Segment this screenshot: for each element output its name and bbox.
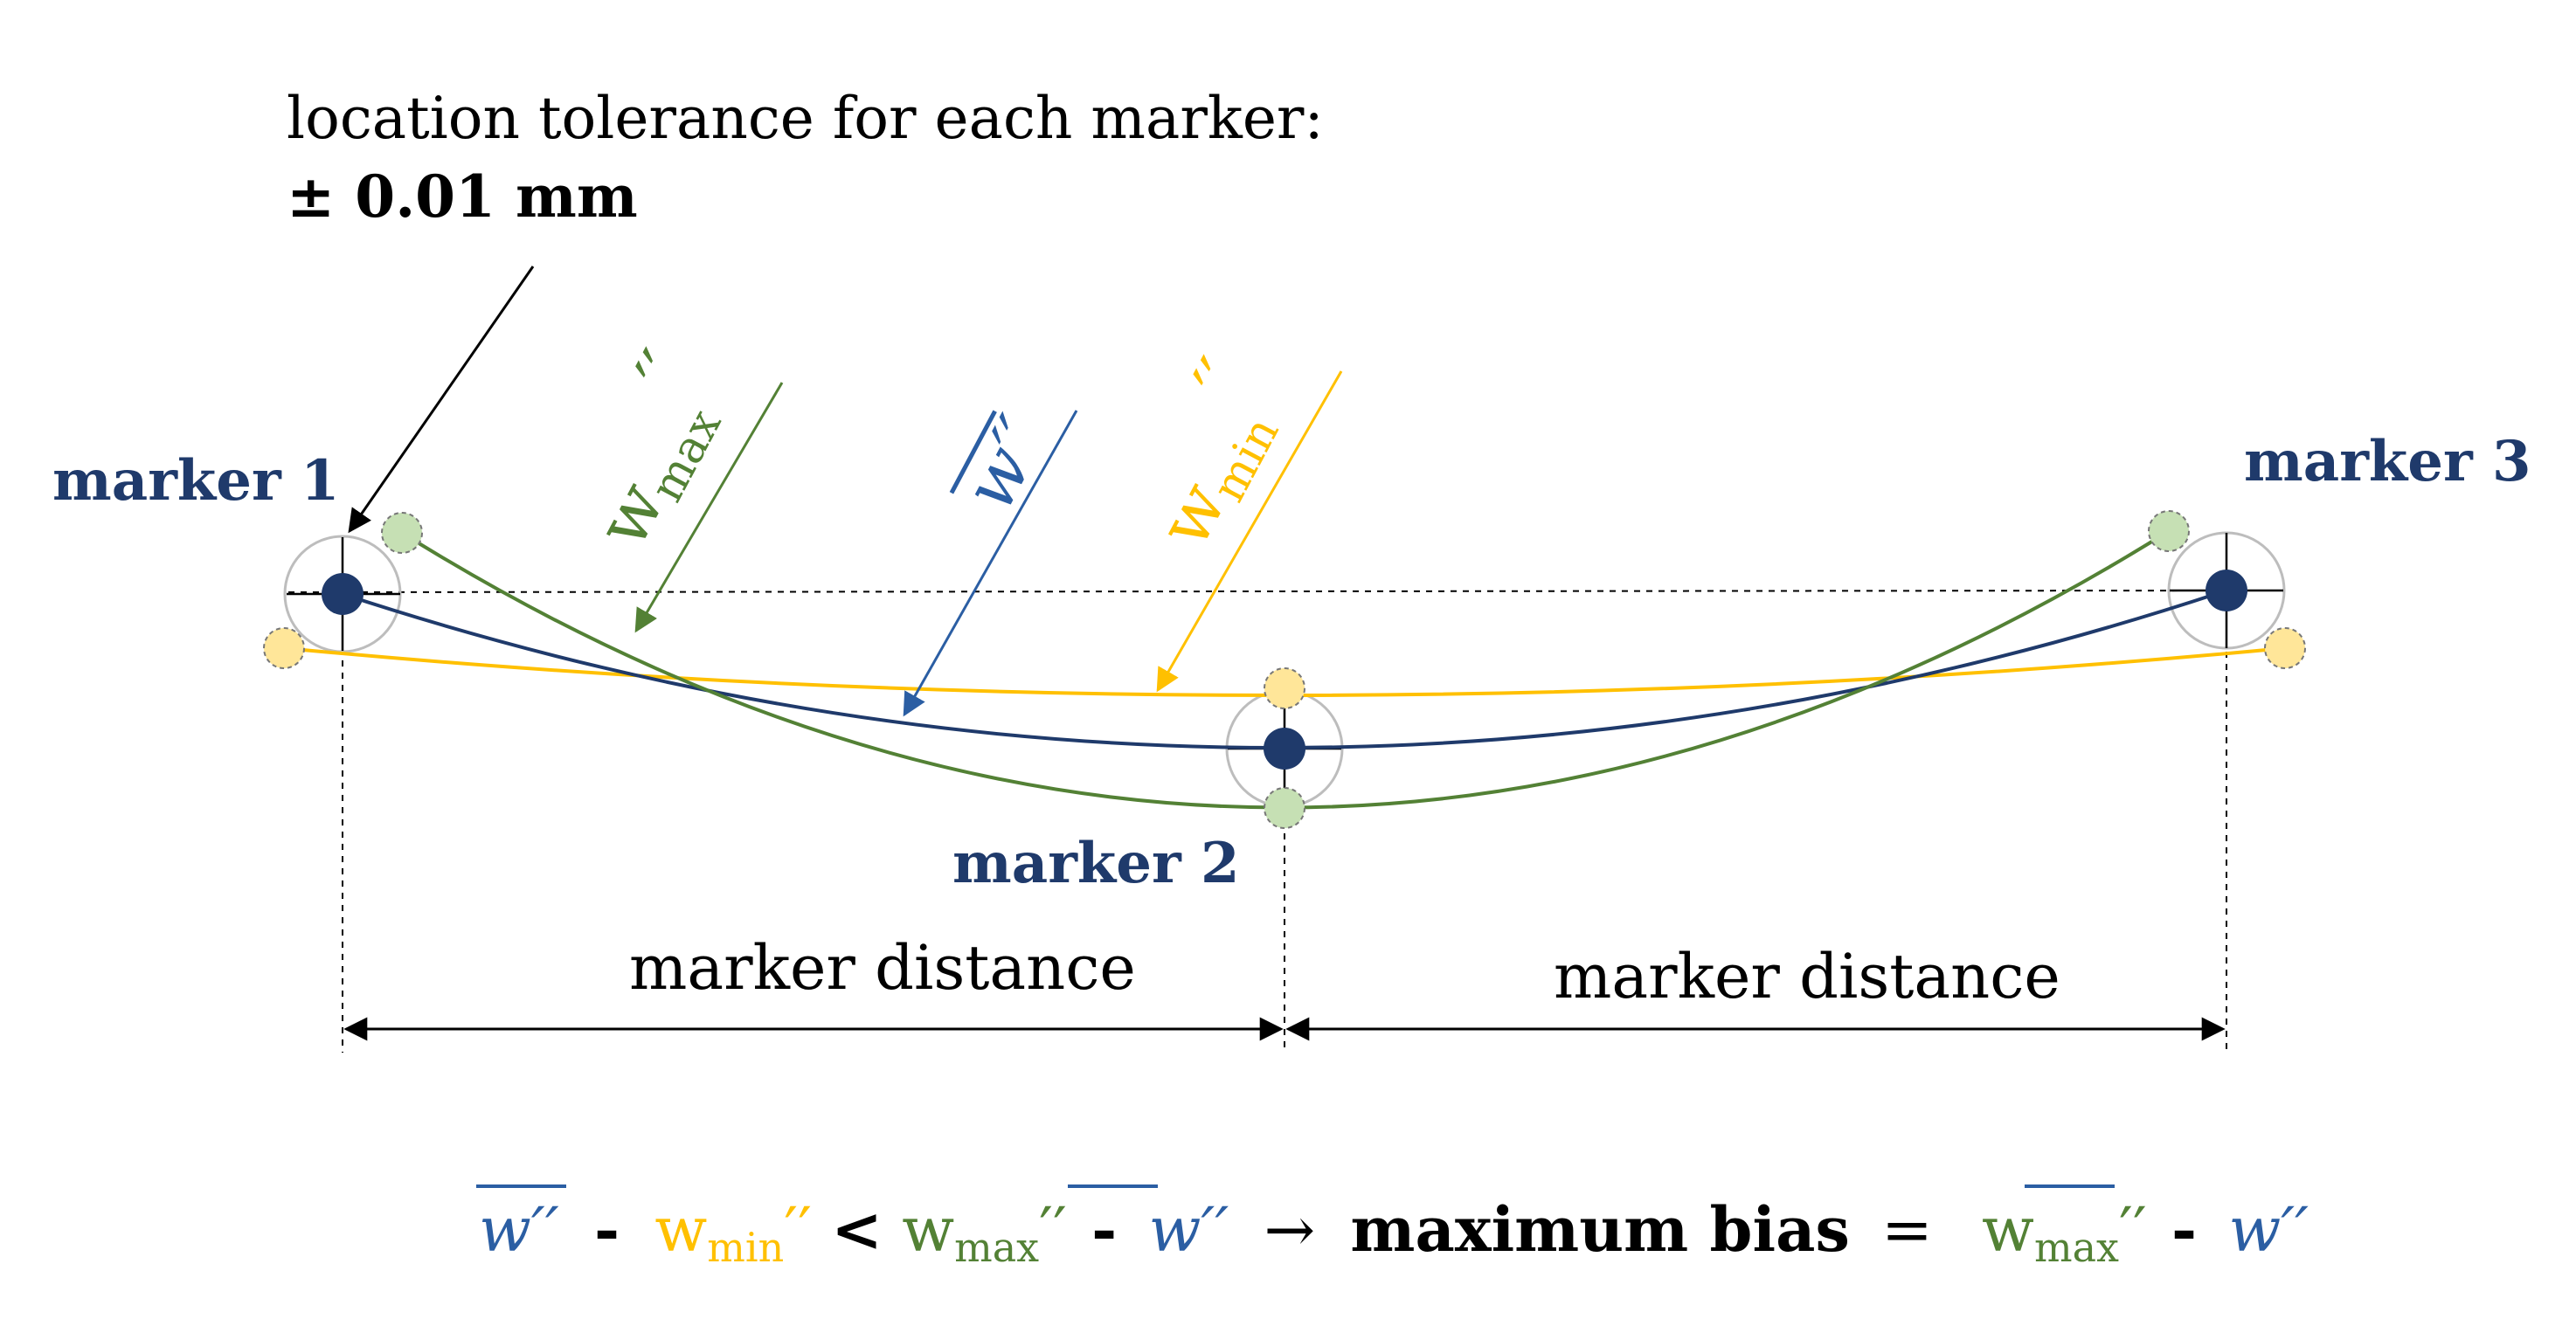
marker-3-dot [2206,570,2247,611]
w-mean-label: w′′ [948,404,1063,523]
marker-2-label: marker 2 [952,831,1240,896]
svg-text:w′′: w′′ [948,404,1063,523]
dimension-label-left: marker distance [629,932,1136,1004]
w-min-label: wmin′′ [1109,346,1305,563]
marker-2-dot [1264,728,1305,770]
w-max-label: wmax′′ [547,338,747,563]
dimension-label-right: marker distance [1554,941,2060,1012]
marker-1-label: marker 1 [52,448,340,514]
tolerance-value: ± 0.01 mm [287,162,638,231]
green-dot-2 [1264,787,1305,829]
yellow-dot-1 [263,627,305,669]
yellow-dot-3 [2264,627,2306,669]
formula-text: w′′ - wmin′′ < wmax′′ - w′′ → maximum bi… [479,1193,2309,1271]
reference-line [287,590,2238,593]
w-max-arrow [634,382,784,633]
w-mean-arrow [903,410,1078,717]
yellow-dot-2 [1264,667,1305,709]
formula: w′′ - wmin′′ < wmax′′ - w′′ → maximum bi… [476,1184,2309,1271]
svg-text:wmin′′: wmin′′ [1109,346,1305,563]
svg-text:wmax′′: wmax′′ [547,338,747,563]
green-dot-3 [2148,510,2190,552]
marker-1-dot [322,573,364,615]
green-dot-1 [381,512,423,554]
w-min-arrow [1156,370,1343,693]
tolerance-label: location tolerance for each marker: [287,85,1324,152]
tolerance-arrow [348,266,535,534]
marker-3-label: marker 3 [2244,429,2531,494]
